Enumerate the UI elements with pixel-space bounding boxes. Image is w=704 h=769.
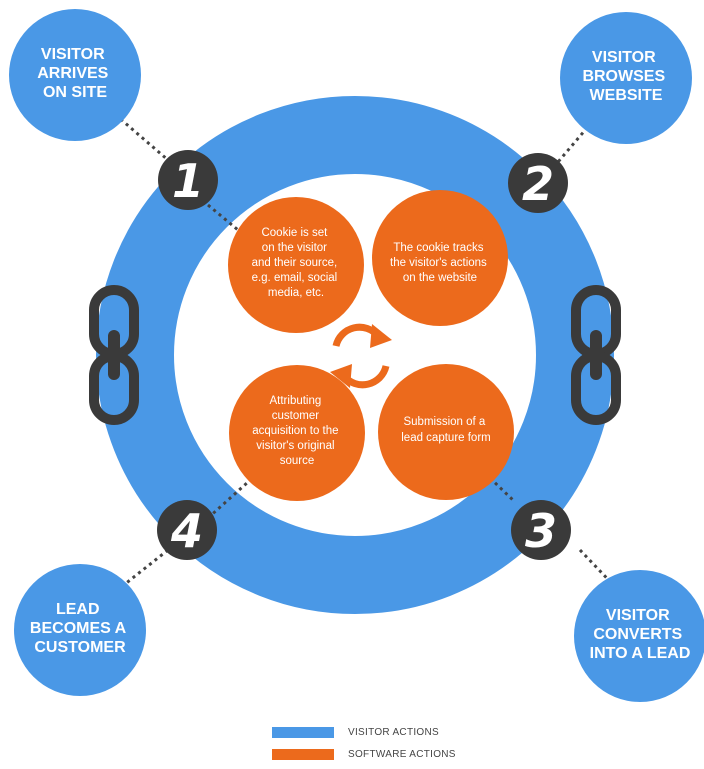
- step-number-3: 3: [525, 504, 557, 558]
- visitor-node-2-text: VISITOR BROWSES WEBSITE: [582, 49, 669, 104]
- software-node-3-text: Submission of a lead capture form: [401, 416, 491, 444]
- step-number-2: 2: [522, 157, 554, 211]
- step-badge-4: 4: [157, 500, 217, 560]
- visitor-node-3: VISITOR CONVERTS INTO A LEAD: [574, 570, 704, 702]
- visitor-ring: [96, 96, 614, 614]
- step-badge-3: 3: [511, 500, 571, 560]
- connector-3-outer: [578, 548, 622, 594]
- legend-swatch-visitor: [272, 727, 334, 738]
- chain-link-icon-right: [571, 285, 621, 425]
- step-number-1: 1: [172, 154, 204, 208]
- connector-4-inner: [206, 480, 250, 520]
- visitor-node-1: VISITOR ARRIVES ON SITE: [9, 9, 141, 141]
- connector-3-inner: [488, 476, 517, 504]
- step-number-4: 4: [170, 504, 203, 558]
- software-node-1-text: Cookie is set on the visitor and their s…: [252, 227, 341, 299]
- legend-label-visitor: VISITOR ACTIONS: [348, 727, 439, 738]
- visitor-node-3-text: VISITOR CONVERTS INTO A LEAD: [590, 607, 691, 662]
- software-node-1: Cookie is set on the visitor and their s…: [228, 197, 364, 333]
- software-node-3: Submission of a lead capture form: [378, 364, 514, 500]
- refresh-arrowhead-top: [370, 324, 392, 348]
- chain-link-icon-left: [89, 285, 139, 425]
- software-node-4: Attributing customer acquisition to the …: [229, 365, 365, 501]
- visitor-node-1-text: VISITOR ARRIVES ON SITE: [37, 46, 113, 101]
- legend-visitor-actions: VISITOR ACTIONS: [272, 727, 439, 738]
- connector-1-inner: [207, 203, 251, 242]
- legend-label-software: SOFTWARE ACTIONS: [348, 749, 456, 760]
- software-node-4-text: Attributing customer acquisition to the …: [252, 395, 342, 467]
- step-badge-2: 2: [508, 153, 568, 213]
- visitor-node-4-text: LEAD BECOMES A CUSTOMER: [30, 601, 130, 656]
- refresh-arrowhead-bottom: [330, 364, 352, 388]
- software-node-2-text: The cookie tracks the visitor's actions …: [390, 242, 490, 284]
- visitor-node-4: LEAD BECOMES A CUSTOMER: [14, 564, 146, 696]
- step-badge-1: 1: [158, 150, 218, 210]
- visitor-node-2: VISITOR BROWSES WEBSITE: [560, 12, 692, 144]
- connector-4-outer: [119, 548, 169, 590]
- legend-swatch-software: [272, 749, 334, 760]
- software-node-2: The cookie tracks the visitor's actions …: [372, 190, 508, 326]
- connector-1-outer: [109, 108, 169, 162]
- legend-software-actions: SOFTWARE ACTIONS: [272, 749, 456, 760]
